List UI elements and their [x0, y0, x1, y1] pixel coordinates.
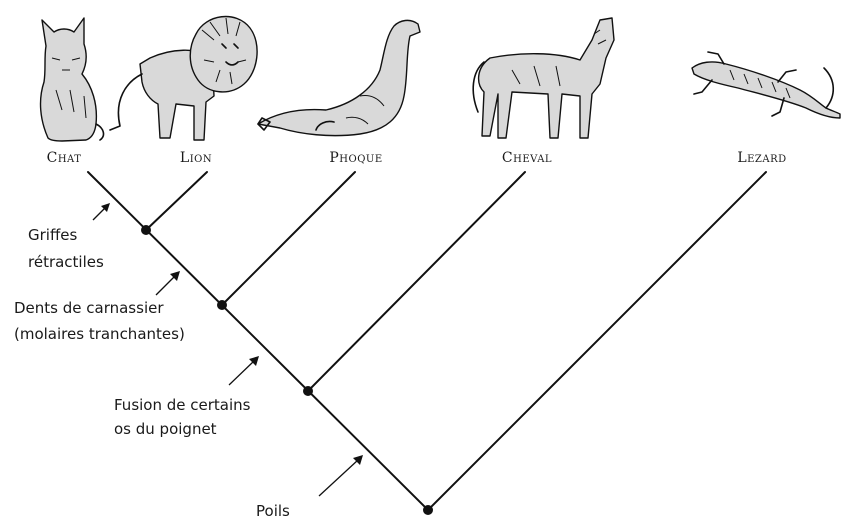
character-label-fusion-line2: os du poignet — [114, 420, 217, 438]
character-label-poils: Poils — [256, 502, 290, 520]
node-ongules-carnivores — [303, 386, 313, 396]
taxon-label-lion: Lion — [180, 150, 212, 166]
branch-cheval — [307, 171, 526, 392]
cat-illustration — [39, 17, 105, 142]
arrow-fusion — [228, 356, 259, 386]
branch-phoque — [221, 171, 356, 306]
taxon-label-phoque: Phoque — [329, 150, 382, 166]
node-carnivores — [217, 300, 227, 310]
taxon-label-chat: Chat — [47, 150, 82, 166]
branch-lezard — [427, 171, 767, 511]
taxon-label-cheval: Cheval — [502, 150, 552, 166]
character-label-dents-line2: (molaires tranchantes) — [14, 325, 185, 343]
horse-illustration — [472, 17, 615, 139]
arrow-griffes — [92, 203, 110, 221]
arrow-poils — [318, 455, 363, 497]
lion-illustration — [109, 15, 258, 141]
arrow-dents — [155, 271, 180, 296]
character-label-dents-line1: Dents de carnassier — [14, 299, 164, 317]
taxon-label-lezard: Lezard — [737, 150, 786, 166]
character-label-griffes-line1: Griffes — [28, 226, 78, 244]
node-felins — [141, 225, 151, 235]
lizard-illustration — [691, 51, 841, 119]
character-label-fusion-line1: Fusion de certains — [114, 396, 251, 414]
node-root — [423, 505, 433, 515]
seal-illustration — [257, 19, 421, 137]
branch-lion — [145, 171, 208, 231]
character-label-griffes-line2: rétractiles — [28, 253, 104, 271]
